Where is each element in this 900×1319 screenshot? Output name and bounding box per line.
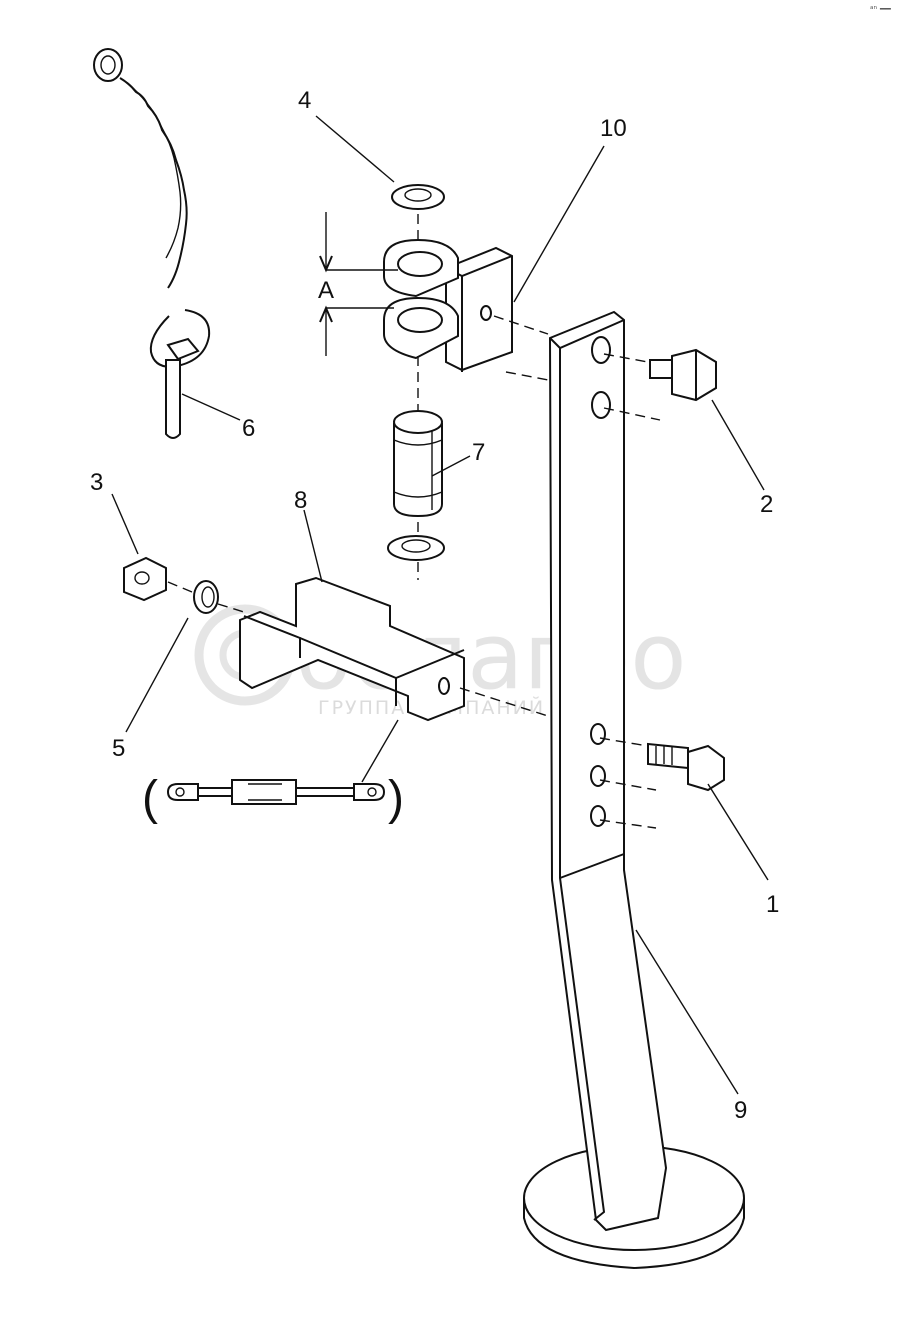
bracket-close: ) (388, 772, 404, 825)
axis-line-bracket-2 (505, 371, 549, 381)
callout-6: 6 (242, 415, 255, 442)
part-3-nut (123, 556, 167, 602)
dimension-a: A (318, 212, 398, 356)
axis-line-hole-5 (599, 819, 657, 829)
callout-3: 3 (90, 469, 103, 496)
axis-line-hole-3 (599, 737, 649, 747)
callout-10: 10 (600, 115, 627, 142)
part-7-pin (393, 410, 443, 518)
axis-line-hole-1 (603, 353, 649, 363)
part-5-ring (193, 580, 219, 614)
axis-line-hole-2 (603, 407, 661, 421)
part-4-lower-circlip (387, 535, 445, 561)
part-4-circlip (391, 184, 445, 210)
part-6-lynch-pin (93, 48, 211, 439)
callout-1: 1 (766, 891, 779, 918)
corner-mark: ᵃⁿ ━━ (870, 5, 891, 15)
axis-line-nut (167, 581, 193, 593)
callout-9: 9 (734, 1097, 747, 1124)
callout-2: 2 (760, 491, 773, 518)
callout-5: 5 (112, 735, 125, 762)
bracket-open: ( (142, 772, 158, 825)
part-2-bolt (649, 348, 717, 402)
callout-8: 8 (294, 487, 307, 514)
callout-7: 7 (472, 439, 485, 466)
part-1-bolt (647, 742, 725, 792)
part-8-holder (239, 576, 465, 722)
turnbuckle-alternative: ( ) (142, 772, 404, 825)
part-10-clevis-bracket (383, 238, 513, 372)
dimension-label: A (318, 277, 334, 304)
callout-4: 4 (298, 87, 311, 114)
leader-lines (111, 115, 769, 1095)
axis-line-ring (217, 603, 245, 613)
callouts: 4 10 6 7 3 8 2 5 1 9 (90, 87, 779, 1124)
part-9-stand-leg (523, 310, 745, 1270)
axis-line-hole-4 (599, 779, 657, 791)
axis-line-bracket (493, 315, 549, 335)
